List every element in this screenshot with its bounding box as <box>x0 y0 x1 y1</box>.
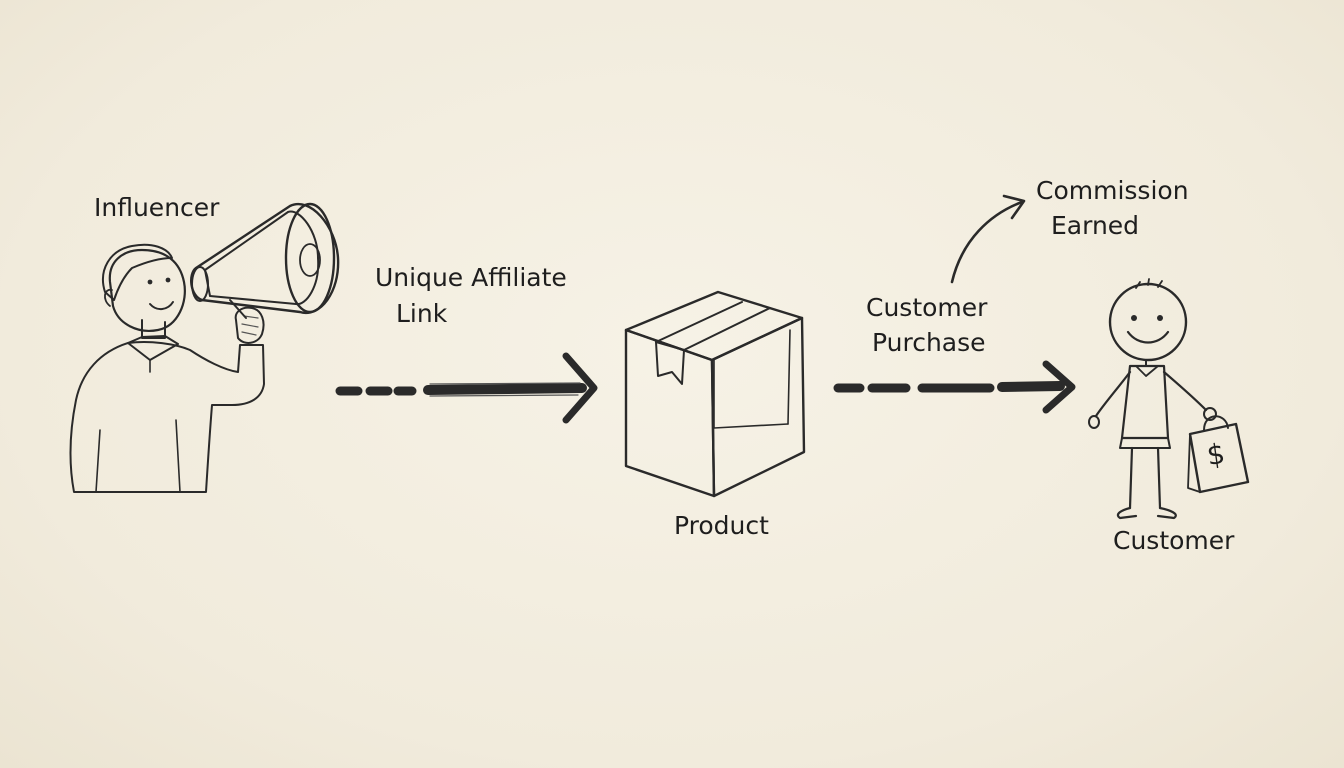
affiliate-link-label-line2: Link <box>396 299 448 328</box>
product-box-icon <box>624 290 806 498</box>
commission-label-line2: Earned <box>1051 211 1140 240</box>
curved-arrow-icon <box>950 194 1026 284</box>
affiliate-link-label-line1: Unique Affiliate <box>375 263 567 292</box>
product-label: Product <box>674 511 769 540</box>
customer-label: Customer <box>1113 526 1235 555</box>
customer-purchase-label-line1: Customer <box>866 293 988 322</box>
customer-shopping-bag-icon <box>1088 278 1250 520</box>
customer-purchase-arrow <box>833 360 1076 414</box>
affiliate-link-arrow <box>335 352 598 424</box>
commission-label-line1: Commission <box>1036 176 1189 205</box>
influencer-label: Influencer <box>94 193 220 222</box>
influencer-megaphone-icon <box>69 202 340 493</box>
customer-purchase-label-line2: Purchase <box>872 328 986 357</box>
